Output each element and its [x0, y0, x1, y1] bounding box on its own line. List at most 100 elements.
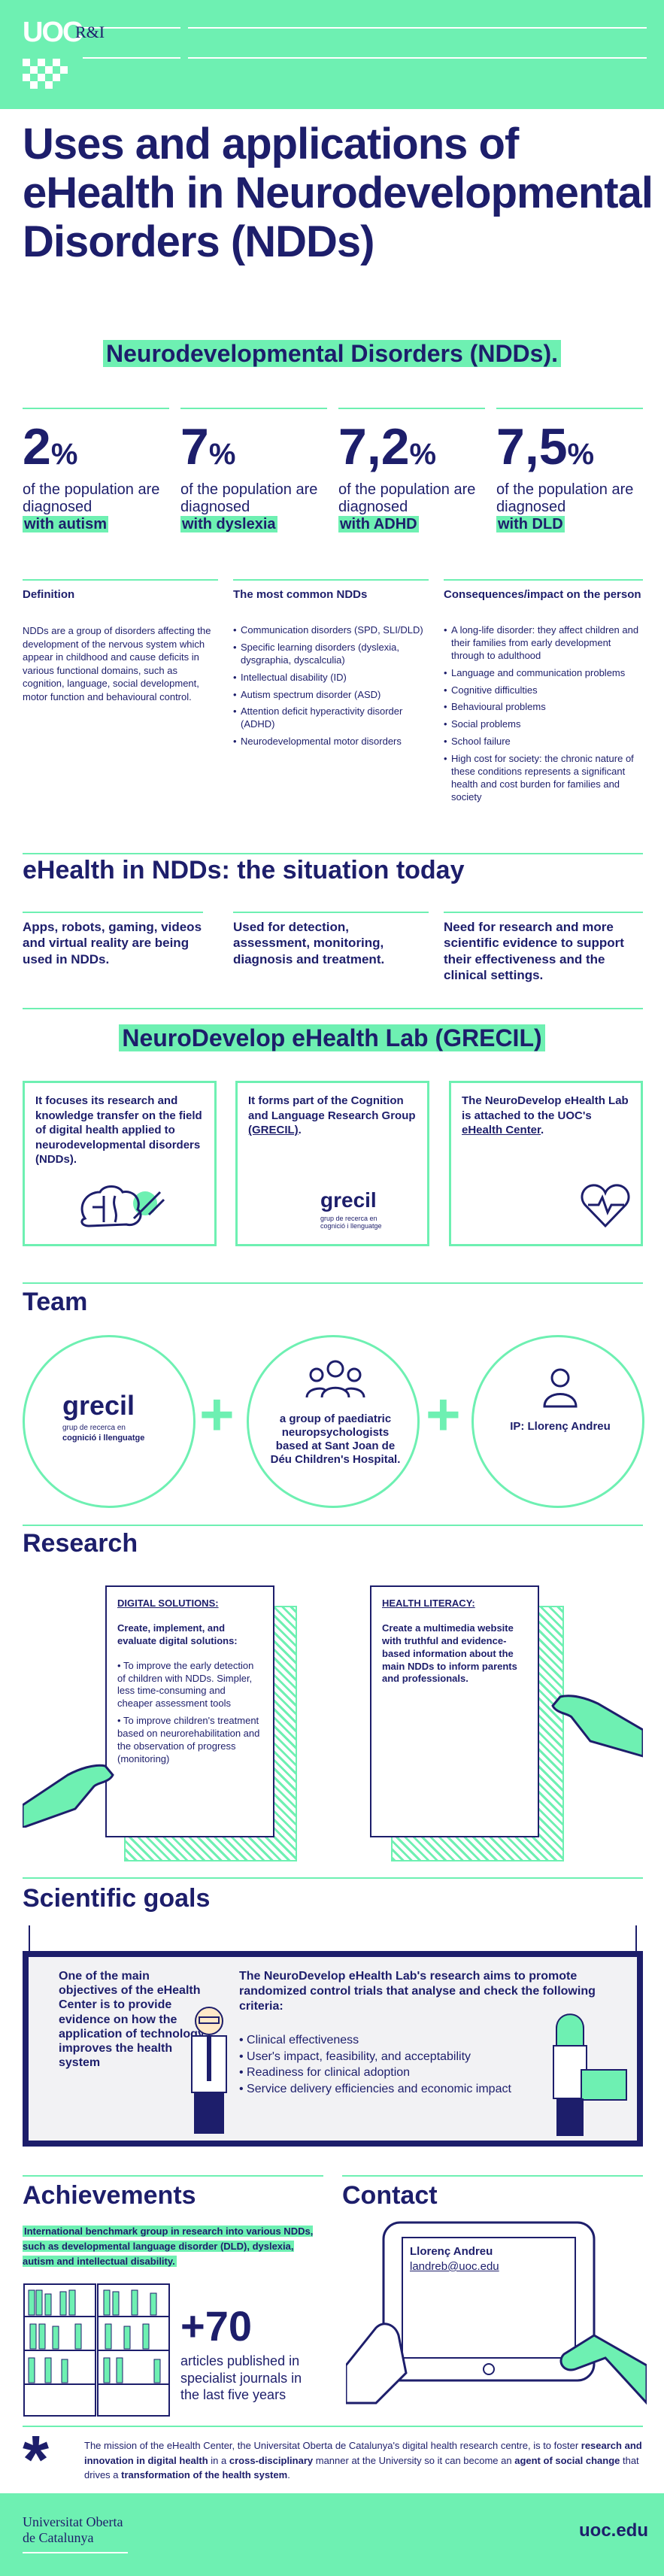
divider: [444, 579, 643, 581]
page-title: Uses and applications of eHealth in Neur…: [23, 120, 653, 266]
lab-box-focus: It focuses its research and knowledge tr…: [23, 1081, 217, 1246]
divider: [233, 579, 429, 581]
uoc-logo[interactable]: UOC: [23, 17, 83, 48]
list-item: To improve children's treatment based on…: [117, 1715, 260, 1764]
list-item: Social problems: [444, 718, 643, 731]
goals-left-text: One of the main objectives of the eHealt…: [59, 1970, 205, 2070]
list-item: Service delivery efficiencies and econom…: [239, 2081, 511, 2098]
digital-solutions-paper: DIGITAL SOLUTIONS: Create, implement, an…: [105, 1585, 274, 1837]
footer-line: [23, 2552, 128, 2553]
mission-text: The mission of the eHealth Center, the U…: [84, 2440, 642, 2480]
board-hanger: [635, 1925, 637, 1956]
list-item: School failure: [444, 736, 643, 748]
achievements-text: International benchmark group in researc…: [23, 2226, 314, 2268]
articles-count: +70: [180, 2302, 252, 2350]
divider: [233, 912, 429, 913]
plus-icon: +: [199, 1381, 235, 1448]
list-item: Behavioural problems: [444, 701, 643, 714]
definition-text: NDDs are a group of disorders affecting …: [23, 625, 211, 702]
goals-board: One of the main objectives of the eHealt…: [23, 1951, 643, 2147]
list-item: Clinical effectiveness: [239, 2032, 511, 2049]
pixel-pattern-icon: [23, 59, 68, 89]
presenter-woman-icon: [553, 2013, 627, 2136]
list-item: A long-life disorder: they affect childr…: [444, 624, 643, 663]
list-item: Communication disorders (SPD, SLI/DLD): [233, 624, 432, 637]
divider: [23, 1877, 643, 1879]
tablet-hands-icon: [346, 2221, 647, 2405]
lab-box-grecil: It forms part of the Cognition and Langu…: [235, 1081, 429, 1246]
divider: [23, 912, 203, 913]
team-grecil-circle: grecil grup de recerca en cognició i lle…: [23, 1335, 196, 1508]
research-heading: Research: [23, 1529, 138, 1558]
logo-suffix: R&I: [75, 23, 105, 41]
list-item: Intellectual disability (ID): [233, 672, 432, 684]
hand-holding-icon: [551, 1695, 643, 1758]
ehealth-center-link[interactable]: eHealth Center: [462, 1124, 541, 1136]
goals-right-text: The NeuroDevelop eHealth Lab's research …: [239, 1970, 596, 2013]
heart-pulse-icon: [581, 1184, 630, 1228]
list-item: To improve the early detection of childr…: [117, 1659, 254, 1710]
goals-criteria-list: Clinical effectiveness User's impact, fe…: [239, 2032, 511, 2097]
digital-solutions-subtitle: Create, implement, and evaluate digital …: [117, 1622, 238, 1646]
grecil-link[interactable]: (GRECIL): [248, 1124, 299, 1136]
situation-item: Need for research and more scientific ev…: [444, 920, 624, 982]
lab-box-text: It focuses its research and knowledge tr…: [35, 1094, 202, 1166]
list-item: Language and communication problems: [444, 667, 643, 680]
health-literacy-paper: HEALTH LITERACY: Create a multimedia web…: [370, 1585, 539, 1837]
articles-text: articles published in specialist journal…: [180, 2353, 302, 2402]
health-literacy-text: Create a multimedia website with truthfu…: [382, 1622, 517, 1685]
team-ip-circle: IP: Llorenç Andreu: [471, 1335, 644, 1508]
consequences-list: A long-life disorder: they affect childr…: [444, 624, 643, 809]
divider: [23, 853, 643, 854]
lab-box-ehealth: The NeuroDevelop eHealth Lab is attached…: [449, 1081, 643, 1246]
lab-heading: NeuroDevelop eHealth Lab (GRECIL): [0, 1024, 664, 1052]
divider: [496, 408, 643, 409]
board-hanger: [29, 1925, 30, 1956]
grecil-logo-sub: grup de recerca en cognició i llenguatge: [320, 1215, 382, 1230]
situation-heading: eHealth in NDDs: the situation today: [23, 856, 465, 884]
divider: [23, 2175, 323, 2177]
divider: [23, 579, 218, 581]
list-item: High cost for society: the chronic natur…: [444, 753, 643, 804]
grecil-logo-sub: cognició i llenguatge: [62, 1434, 145, 1443]
header-line: [83, 57, 180, 59]
header-banner: UOC R&I: [0, 0, 664, 109]
consequences-heading: Consequences/impact on the person: [444, 588, 641, 601]
brain-icon: [80, 1185, 165, 1227]
common-ndds-list: Communication disorders (SPD, SLI/DLD) S…: [233, 624, 432, 753]
divider: [180, 408, 327, 409]
grecil-logo-sub: grup de recerca en: [62, 1424, 126, 1432]
team-group-circle: a group of paediatric neuropsychologists…: [247, 1335, 420, 1508]
divider: [23, 2426, 643, 2427]
group-icon: [305, 1360, 365, 1398]
contact-email-link[interactable]: landreb@uoc.edu: [410, 2260, 499, 2273]
header-line: [83, 27, 180, 29]
divider: [23, 1282, 643, 1284]
common-ndds-heading: The most common NDDs: [233, 588, 368, 601]
list-item: User's impact, feasibility, and acceptab…: [239, 2049, 511, 2065]
university-name: Universitat Oberta de Catalunya: [23, 2514, 123, 2545]
grecil-logo: grecil: [320, 1188, 377, 1212]
divider: [23, 408, 169, 409]
definition-heading: Definition: [23, 588, 75, 601]
list-item: Neurodevelopmental motor disorders: [233, 736, 432, 748]
ndd-heading: Neurodevelopmental Disorders (NDDs).: [0, 340, 664, 368]
list-item: Attention deficit hyperactivity disorder…: [233, 705, 432, 731]
footer: Universitat Oberta de Catalunya uoc.edu: [0, 2493, 664, 2576]
grecil-logo: grecil: [62, 1390, 135, 1421]
hand-holding-icon: [23, 1764, 114, 1828]
list-item: Readiness for clinical adoption: [239, 2065, 511, 2081]
team-heading: Team: [23, 1288, 88, 1316]
contact-heading: Contact: [342, 2181, 438, 2210]
plus-icon: +: [426, 1381, 461, 1448]
goals-heading: Scientific goals: [23, 1884, 211, 1913]
divider: [338, 408, 485, 409]
digital-solutions-title: DIGITAL SOLUTIONS:: [117, 1597, 219, 1609]
uoc-url-link[interactable]: uoc.edu: [579, 2520, 649, 2541]
team-ip-text: IP: Llorenç Andreu: [510, 1420, 611, 1433]
presenter-man-icon: [191, 2007, 227, 2134]
